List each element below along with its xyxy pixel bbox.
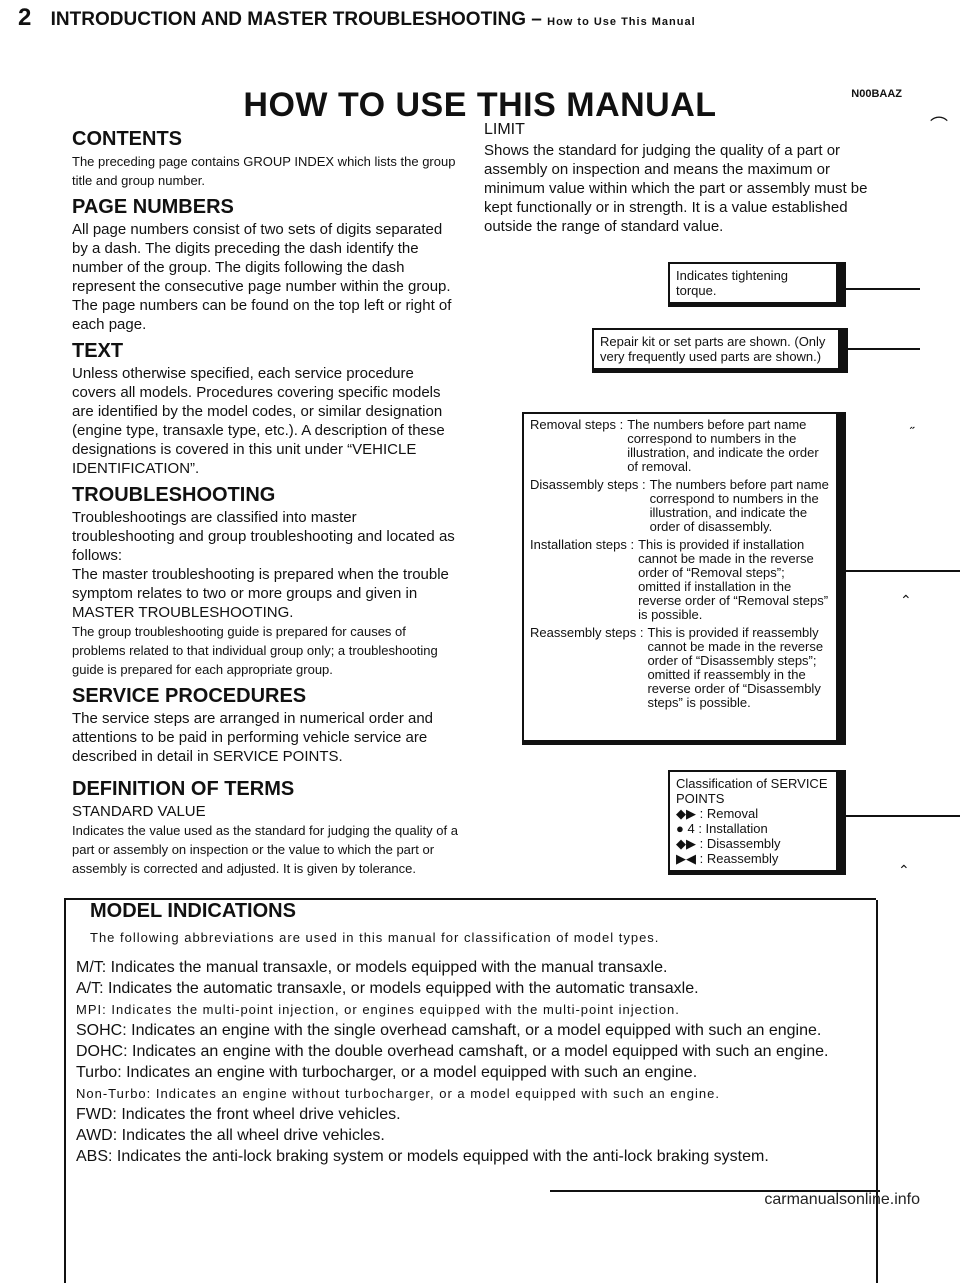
text-heading: TEXT xyxy=(72,340,124,362)
steps-key: Disassembly steps : xyxy=(530,477,646,492)
steps-value: The numbers before part name correspond … xyxy=(649,477,829,534)
service-points-box: Classification of SERVICE POINTS ◆▶ : Re… xyxy=(668,770,846,875)
service-point-item: ▶◀ : Reassembly xyxy=(676,851,779,866)
model-indication-item: FWD: Indicates the front wheel drive veh… xyxy=(76,1106,401,1123)
service-point-item: ◆▶ : Disassembly xyxy=(676,836,781,851)
steps-row: Reassembly steps : This is provided if r… xyxy=(530,626,830,710)
limit-text: Shows the standard for judging the quali… xyxy=(484,142,868,235)
header-dash: – xyxy=(531,9,542,30)
model-indications-list: M/T: Indicates the manual transaxle, or … xyxy=(76,958,866,1168)
header-subtitle: How to Use This Manual xyxy=(547,16,696,28)
model-indications-intro: The following abbreviations are used in … xyxy=(90,930,660,945)
margin-mark-icon: ⌃ xyxy=(898,862,910,878)
tightening-torque-box: Indicates tightening torque. xyxy=(668,262,846,307)
model-indication-item: SOHC: Indicates an engine with the singl… xyxy=(76,1022,822,1039)
limit-heading: LIMIT xyxy=(484,121,525,138)
model-indication-item: A/T: Indicates the automatic transaxle, … xyxy=(76,980,699,997)
troubleshooting-heading: TROUBLESHOOTING xyxy=(72,484,276,506)
standard-value-heading: STANDARD VALUE xyxy=(72,803,206,820)
reassembly-symbol-icon: ▶◀ xyxy=(676,851,696,866)
steps-value: The numbers before part name correspond … xyxy=(627,417,819,474)
section-code: N00BAAZ xyxy=(851,88,902,100)
service-procedures-heading: SERVICE PROCEDURES xyxy=(72,685,307,707)
page-numbers-heading: PAGE NUMBERS xyxy=(72,196,234,218)
troubleshooting-text-3: The group troubleshooting guide is prepa… xyxy=(72,624,438,677)
model-indication-item: ABS: Indicates the anti-lock braking sys… xyxy=(76,1148,769,1165)
troubleshooting-text-2: The master troubleshooting is prepared w… xyxy=(72,566,449,621)
service-point-item: ● 4 : Installation xyxy=(676,821,768,836)
steps-box: Removal steps : The numbers before part … xyxy=(522,412,846,745)
model-indication-item: Non-Turbo: Indicates an engine without t… xyxy=(76,1086,720,1101)
standard-value-text: Indicates the value used as the standard… xyxy=(72,823,458,876)
footer-watermark: carmanualsonline.info xyxy=(764,1191,920,1208)
definition-heading: DEFINITION OF TERMS xyxy=(72,778,295,800)
model-top-rule xyxy=(64,898,876,900)
page-numbers-text: All page numbers consist of two sets of … xyxy=(72,221,452,333)
model-indications-heading: MODEL INDICATIONS xyxy=(90,900,296,922)
model-indication-item: AWD: Indicates the all wheel drive vehic… xyxy=(76,1127,385,1144)
steps-key: Installation steps : xyxy=(530,537,635,552)
steps-value: This is provided if reassembly cannot be… xyxy=(647,625,824,710)
text-text: Unless otherwise specified, each service… xyxy=(72,365,445,477)
installation-symbol-icon: ● 4 xyxy=(676,821,695,836)
troubleshooting-text-1: Troubleshootings are classified into mas… xyxy=(72,509,455,564)
contents-text: The preceding page contains GROUP INDEX … xyxy=(72,154,456,188)
margin-mark-icon: ˶ xyxy=(910,418,915,434)
steps-leader-line xyxy=(842,570,960,572)
model-indication-item: Turbo: Indicates an engine with turbocha… xyxy=(76,1064,698,1081)
service-point-item: ◆▶ : Removal xyxy=(676,806,759,821)
steps-row: Disassembly steps : The numbers before p… xyxy=(530,478,830,534)
left-column: CONTENTS The preceding page contains GRO… xyxy=(72,122,462,878)
steps-row: Installation steps : This is provided if… xyxy=(530,538,830,622)
model-indications-section: MODEL INDICATIONS The following abbrevia… xyxy=(64,900,878,1283)
steps-key: Reassembly steps : xyxy=(530,625,644,640)
tightening-leader-line xyxy=(842,288,920,290)
repair-kit-box: Repair kit or set parts are shown. (Only… xyxy=(592,328,848,373)
page-header: 2 INTRODUCTION AND MASTER TROUBLESHOOTIN… xyxy=(18,4,696,32)
model-indication-item: MPI: Indicates the multi-point injection… xyxy=(76,1002,680,1017)
margin-mark-icon: ⌃ xyxy=(900,592,912,608)
footer-rule xyxy=(550,1190,880,1192)
service-points-leader-line xyxy=(842,815,960,817)
model-indication-item: DOHC: Indicates an engine with the doubl… xyxy=(76,1043,829,1060)
steps-row: Removal steps : The numbers before part … xyxy=(530,418,830,474)
repair-kit-label: Repair kit or set parts are shown. (Only… xyxy=(600,334,826,364)
removal-symbol-icon: ◆▶ xyxy=(676,806,696,821)
model-indication-item: M/T: Indicates the manual transaxle, or … xyxy=(76,959,668,976)
right-column: LIMIT Shows the standard for judging the… xyxy=(484,120,894,236)
service-procedures-text: The service steps are arranged in numeri… xyxy=(72,710,434,765)
disassembly-symbol-icon: ◆▶ xyxy=(676,836,696,851)
steps-value: This is provided if installation cannot … xyxy=(638,537,829,622)
service-points-title: Classification of SERVICE POINTS xyxy=(676,776,828,806)
tightening-torque-label: Indicates tightening torque. xyxy=(676,268,789,298)
repair-kit-leader-line xyxy=(842,348,920,350)
page-number: 2 xyxy=(18,4,32,31)
header-title: INTRODUCTION AND MASTER TROUBLESHOOTING xyxy=(50,9,526,30)
page-title: HOW TO USE THIS MANUAL xyxy=(243,86,717,124)
steps-key: Removal steps : xyxy=(530,417,624,432)
contents-heading: CONTENTS xyxy=(72,128,182,150)
margin-mark-icon: ⌒ xyxy=(930,116,948,136)
